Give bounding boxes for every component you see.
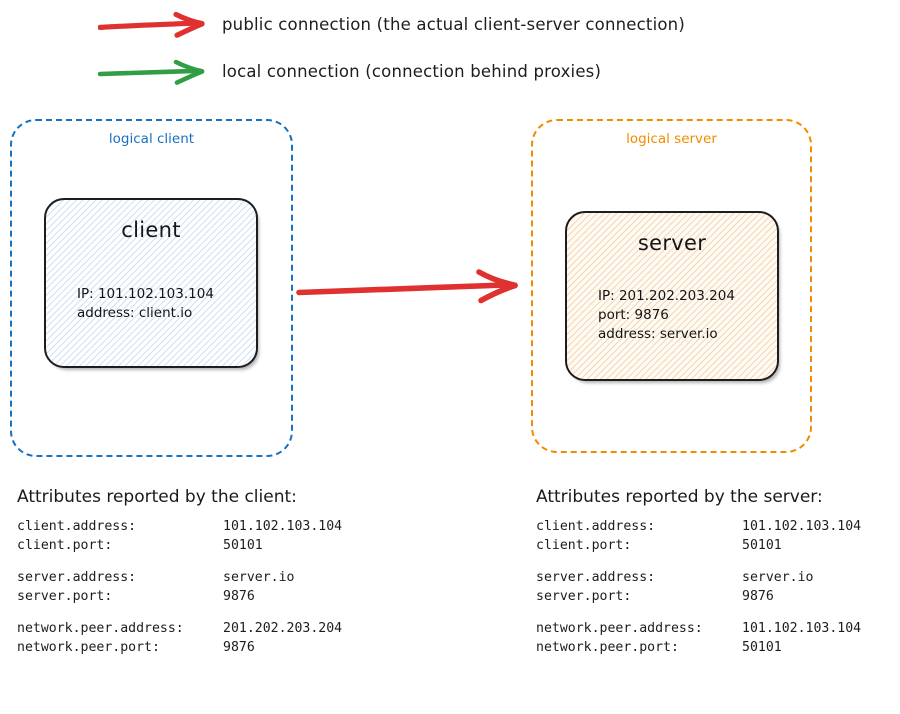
attribute-value: 9876 <box>223 639 255 655</box>
attribute-row: server.port: 9876 <box>536 588 861 607</box>
attribute-key: network.peer.port: <box>536 639 679 655</box>
attribute-row: client.address: 101.102.103.104 <box>17 518 342 537</box>
attribute-key: network.peer.address: <box>17 621 184 636</box>
attribute-value: 101.102.103.104 <box>742 621 862 636</box>
logical-server-label: logical server <box>626 131 717 147</box>
attribute-value: 9876 <box>742 588 774 604</box>
attribute-row: client.address: 101.102.103.104 <box>536 518 861 537</box>
attribute-group: server.address: server.io server.port: 9… <box>536 569 861 606</box>
legend-label-public: public connection (the actual client-ser… <box>222 15 685 34</box>
attribute-value: 9876 <box>223 588 255 604</box>
attribute-row: client.port: 50101 <box>17 537 342 556</box>
client-node-line: IP: 101.102.103.104 <box>77 286 214 302</box>
attribute-key: client.address: <box>536 519 656 534</box>
logical-client-label: logical client <box>108 131 195 147</box>
client-node: client IP: 101.102.103.104 address: clie… <box>44 198 258 368</box>
server-attributes-heading: Attributes reported by the server: <box>536 487 823 507</box>
attribute-value: 50101 <box>223 537 263 553</box>
client-attributes-panel: Attributes reported by the client: clien… <box>17 487 342 657</box>
attribute-row: network.peer.port: 9876 <box>17 639 342 658</box>
attribute-row: network.peer.address: 201.202.203.204 <box>17 620 342 639</box>
server-node-line: IP: 201.202.203.204 <box>598 288 735 304</box>
server-node-details: IP: 201.202.203.204 port: 9876 address: … <box>598 287 735 344</box>
attribute-key: client.port: <box>17 537 113 553</box>
legend-label-local: local connection (connection behind prox… <box>222 62 602 81</box>
attribute-row: network.peer.port: 50101 <box>536 639 861 658</box>
logical-server-container: logical server <box>531 119 812 453</box>
attribute-value: 101.102.103.104 <box>742 519 862 534</box>
client-node-line: address: client.io <box>77 305 193 321</box>
client-node-details: IP: 101.102.103.104 address: client.io <box>77 285 214 323</box>
attribute-group: network.peer.address: 201.202.203.204 ne… <box>17 620 342 657</box>
attribute-key: server.address: <box>17 570 137 585</box>
attribute-row: server.address: server.io <box>17 569 342 588</box>
attribute-key: client.port: <box>536 537 632 553</box>
attribute-group: client.address: 101.102.103.104 client.p… <box>536 518 861 555</box>
attribute-key: network.peer.address: <box>536 621 703 636</box>
logical-client-container: logical client <box>10 119 293 457</box>
attribute-row: server.port: 9876 <box>17 588 342 607</box>
red-right-arrow-icon <box>98 12 205 38</box>
attribute-value: 101.102.103.104 <box>223 519 343 534</box>
attribute-key: server.port: <box>17 588 113 604</box>
attribute-key: client.address: <box>17 519 137 534</box>
client-node-title: client <box>121 218 181 242</box>
attribute-key: server.port: <box>536 588 632 604</box>
attribute-key: server.address: <box>536 570 656 585</box>
attribute-row: server.address: server.io <box>536 569 861 588</box>
attribute-value: 50101 <box>742 639 782 655</box>
server-node-line: address: server.io <box>598 326 718 342</box>
public-connection-arrow-icon <box>296 269 518 304</box>
server-attributes-panel: Attributes reported by the server: clien… <box>536 487 861 657</box>
green-right-arrow-icon <box>98 59 205 85</box>
attribute-value: server.io <box>742 570 814 585</box>
attribute-row: network.peer.address: 101.102.103.104 <box>536 620 861 639</box>
attribute-group: client.address: 101.102.103.104 client.p… <box>17 518 342 555</box>
server-node-line: port: 9876 <box>598 307 669 323</box>
attribute-value: 50101 <box>742 537 782 553</box>
attribute-group: network.peer.address: 101.102.103.104 ne… <box>536 620 861 657</box>
attribute-value: 201.202.203.204 <box>223 621 343 636</box>
server-node-title: server <box>637 231 707 255</box>
attribute-value: server.io <box>223 570 295 585</box>
client-attributes-heading: Attributes reported by the client: <box>17 487 297 507</box>
attribute-group: server.address: server.io server.port: 9… <box>17 569 342 606</box>
server-node: server IP: 201.202.203.204 port: 9876 ad… <box>565 211 779 381</box>
attribute-key: network.peer.port: <box>17 639 160 655</box>
attribute-row: client.port: 50101 <box>536 537 861 556</box>
